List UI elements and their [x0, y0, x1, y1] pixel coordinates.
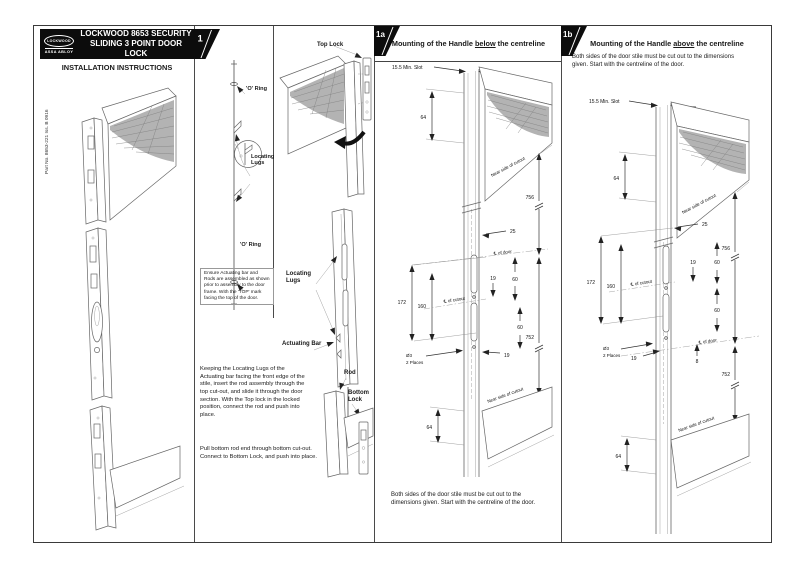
panel1a-badge: 1a — [374, 26, 400, 56]
o-ring-top-label: 'O' Ring — [246, 86, 267, 92]
svg-text:2 Places: 2 Places — [603, 353, 621, 358]
svg-text:℄ of cutout: ℄ of cutout — [630, 279, 653, 287]
svg-text:64: 64 — [613, 176, 619, 182]
instructions-paragraph-2: Pull bottom rod end through bottom cut-o… — [200, 446, 317, 460]
svg-text:19: 19 — [490, 276, 496, 282]
door-bottom-section — [89, 405, 185, 531]
divider-col1 — [194, 26, 195, 542]
svg-text:2 Places: 2 Places — [406, 360, 424, 365]
svg-text:25: 25 — [510, 229, 516, 235]
svg-text:752: 752 — [722, 372, 731, 378]
svg-text:172: 172 — [398, 300, 407, 306]
svg-text:64: 64 — [615, 454, 621, 460]
svg-text:1: 1 — [198, 34, 204, 45]
lockwood-logo-oval: LOCKWOOD — [44, 34, 74, 47]
assembly-note: Ensure Actuating bar and Rods are assemb… — [200, 268, 274, 306]
svg-text:1a: 1a — [376, 30, 385, 39]
cl-of-door-label: ℄ of door — [494, 249, 513, 256]
door-middle-stile — [331, 208, 359, 388]
door-top-corner — [279, 55, 367, 198]
panel1a-title: Mounting of the Handle below the centrel… — [391, 39, 546, 48]
panel1b-title: Mounting of the Handle above the centrel… — [590, 39, 744, 48]
assembled-door-drawing — [81, 87, 185, 531]
panel1a-title-rule — [375, 61, 561, 62]
panel1b-cut-note: Both sides of the door stile must be cut… — [572, 54, 735, 68]
svg-text:172: 172 — [587, 280, 596, 286]
svg-text:752: 752 — [526, 335, 535, 341]
divider-panel1b — [561, 26, 562, 542]
actuating-bar-label: Actuating Bar — [282, 341, 322, 347]
exploded-door-drawing — [279, 45, 374, 478]
title-bar: LOCKWOOD ASSA ABLOY LOCKWOOD 8653 SECURI… — [40, 29, 194, 59]
bottom-lock-label: Bottom Lock — [348, 390, 369, 403]
svg-text:64: 64 — [420, 115, 426, 121]
svg-text:756: 756 — [526, 195, 535, 201]
svg-text:19: 19 — [631, 356, 637, 362]
panel1b-diagram: 15.5 Min. Slot Near side of cutout — [587, 99, 760, 534]
top-lock-label: Top Lock — [317, 42, 344, 48]
assa-abloy-logo: ASSA ABLOY — [44, 47, 74, 54]
locating-lugs-rod-label: Locating Lugs — [251, 154, 275, 167]
svg-text:160: 160 — [607, 284, 616, 290]
installation-instructions-heading: INSTALLATION INSTRUCTIONS — [61, 63, 173, 72]
svg-text:℄ of door: ℄ of door — [494, 249, 513, 256]
door-middle-section — [85, 227, 113, 401]
svg-text:60: 60 — [512, 277, 518, 283]
bottom-cutout-corner — [481, 386, 555, 468]
document-title: LOCKWOOD 8653 SECURITY SLIDING 3 POINT D… — [78, 29, 194, 59]
document-title-line1: LOCKWOOD 8653 SECURITY — [80, 29, 192, 38]
svg-text:160: 160 — [418, 304, 427, 310]
cl-of-door-label: ℄ of door — [698, 337, 717, 345]
divider-col2-partial — [273, 26, 274, 318]
svg-text:Ø3: Ø3 — [603, 346, 610, 351]
bottom-lock-plate — [358, 421, 369, 475]
svg-text:19: 19 — [690, 260, 696, 266]
svg-text:1b: 1b — [563, 30, 572, 39]
locating-lug-shape — [233, 188, 242, 202]
part-number-vertical: Part No. 8653-221 Iss. B 0916 — [45, 109, 50, 174]
door-bottom-corner — [323, 390, 374, 478]
svg-text:℄ of door: ℄ of door — [698, 337, 717, 345]
divider-panel1a — [374, 26, 375, 542]
svg-text:Ø3: Ø3 — [406, 353, 413, 358]
panel1b-badge: 1b — [561, 26, 587, 56]
panel1a-cut-note: Both sides of the door stile must be cut… — [391, 492, 536, 506]
svg-text:15.5 Min. Slot: 15.5 Min. Slot — [392, 65, 423, 71]
svg-text:60: 60 — [517, 325, 523, 331]
svg-text:756: 756 — [722, 246, 731, 252]
o-ring-bottom-shape — [230, 280, 238, 284]
rod-label: Rod — [344, 370, 356, 376]
rotate-arrow-head — [334, 136, 346, 149]
cl-of-cutout-label: ℄ of cutout — [630, 279, 653, 287]
stile-lines — [461, 69, 482, 477]
door-top-section — [81, 87, 177, 225]
o-ring-bottom-label: 'O' Ring — [240, 242, 261, 248]
locating-lug-shape — [233, 120, 242, 134]
rod-assembly-drawing — [230, 60, 262, 310]
panel1-badge: 1 — [194, 29, 220, 59]
svg-text:19: 19 — [504, 353, 510, 359]
top-cutout-corner — [478, 66, 553, 202]
document-sheet: Part No. 8653-221 Iss. B 0916 LOCKWOOD A… — [33, 25, 772, 543]
svg-text:60: 60 — [714, 260, 720, 266]
svg-text:15.5 Min. Slot: 15.5 Min. Slot — [589, 99, 620, 105]
instructions-paragraph-1: Keeping the Locating Lugs of the Actuati… — [200, 366, 305, 418]
svg-text:64: 64 — [426, 425, 432, 431]
locating-lugs-door-label: Locating Lugs — [286, 271, 311, 284]
top-lock-plate — [362, 57, 372, 121]
svg-text:8: 8 — [696, 359, 699, 365]
svg-text:25: 25 — [702, 222, 708, 228]
panel1a-diagram: 15.5 Min. Slot Near side of cutout — [392, 65, 555, 477]
cl-of-cutout-label: ℄ of cutout — [443, 296, 466, 304]
svg-text:℄ of cutout: ℄ of cutout — [443, 296, 466, 304]
top-cutout-corner — [670, 101, 750, 239]
detail-magnifier-circle — [234, 140, 262, 168]
document-title-line2: SLIDING 3 POINT DOOR LOCK — [89, 39, 182, 58]
o-ring-top-shape — [230, 82, 238, 86]
lockwood-logo: LOCKWOOD ASSA ABLOY — [40, 34, 78, 54]
bottom-cutout-corner — [670, 413, 752, 497]
svg-text:60: 60 — [714, 308, 720, 314]
